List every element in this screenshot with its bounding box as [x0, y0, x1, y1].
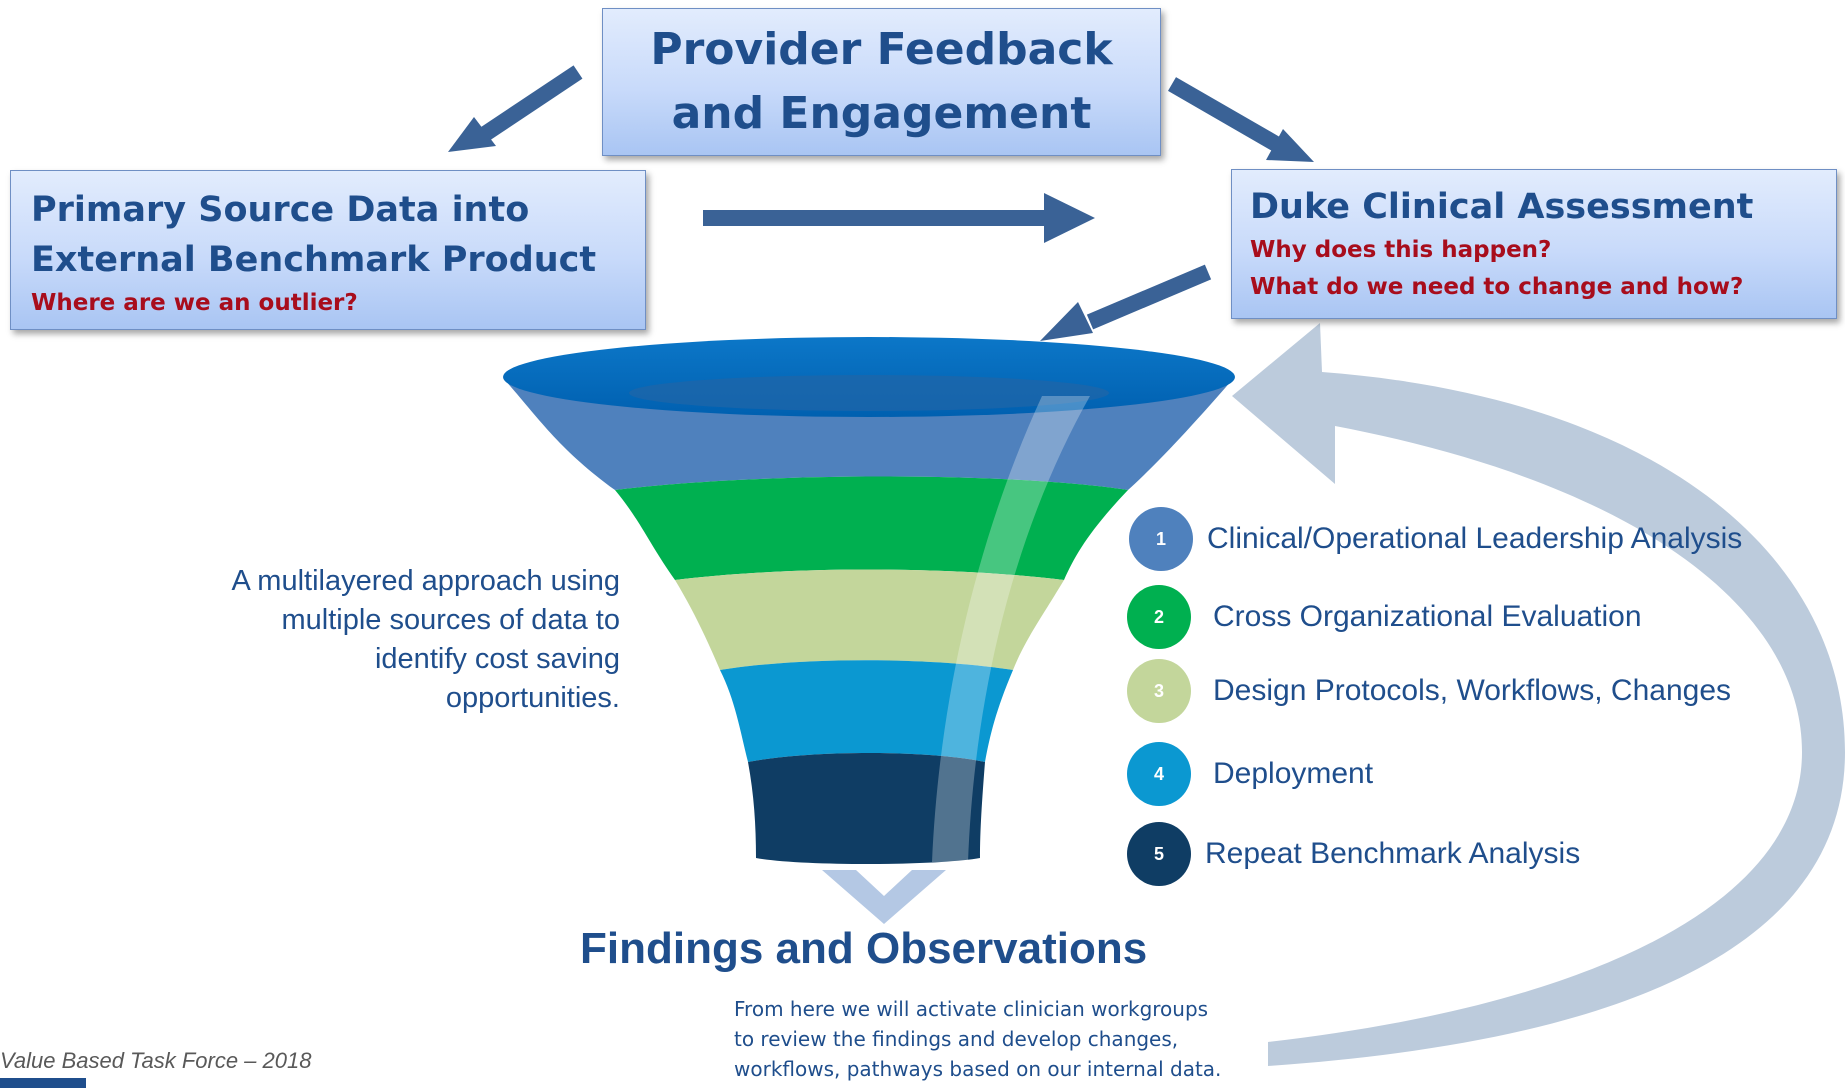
- funnel-layer-2: [615, 476, 1128, 580]
- arrow-top-to-left: [448, 65, 583, 152]
- down-chevron-icon: [822, 870, 946, 924]
- findings-note: From here we will activate clinician wor…: [734, 994, 1274, 1084]
- step-2-circle: 2: [1127, 585, 1191, 649]
- approach-description-line1: A multilayered approach using: [231, 565, 620, 597]
- why-question: Why does this happen?: [1250, 237, 1552, 263]
- provider-feedback-title-line2: and Engagement: [671, 88, 1092, 139]
- approach-description-line4: opportunities.: [445, 682, 620, 714]
- provider-feedback-title-line1: Provider Feedback: [650, 24, 1113, 75]
- feedback-loop-arrow: [1232, 323, 1845, 1066]
- findings-note-line3: workflows, pathways based on our interna…: [734, 1057, 1222, 1081]
- step-5-circle: 5: [1127, 822, 1191, 886]
- step-4-label: Deployment: [1213, 757, 1374, 790]
- provider-feedback-box: Provider Feedback and Engagement: [602, 8, 1161, 156]
- step-3-circle: 3: [1127, 659, 1191, 723]
- change-question: What do we need to change and how?: [1250, 274, 1744, 300]
- approach-description-line3: identify cost saving: [374, 643, 620, 675]
- arrow-left-to-right: [703, 193, 1095, 243]
- arrow-top-to-right: [1168, 77, 1314, 162]
- funnel-layer-5: [748, 753, 985, 864]
- step-3: 3 Design Protocols, Workflows, Changes: [1127, 659, 1731, 723]
- footer-accent-bar: [0, 1078, 86, 1088]
- step-5: 5 Repeat Benchmark Analysis: [1127, 822, 1580, 886]
- step-3-label: Design Protocols, Workflows, Changes: [1213, 674, 1731, 707]
- step-4-circle: 4: [1127, 742, 1191, 806]
- arrow-right-to-funnel: [1040, 264, 1212, 341]
- duke-clinical-assessment-title: Duke Clinical Assessment: [1250, 187, 1754, 227]
- step-2: 2 Cross Organizational Evaluation: [1127, 585, 1642, 649]
- findings-note-line2: to review the findings and develop chang…: [734, 1027, 1179, 1051]
- funnel-rim-inner: [629, 375, 1109, 411]
- primary-source-data-box: Primary Source Data into External Benchm…: [10, 170, 646, 330]
- approach-description: A multilayered approach using multiple s…: [170, 562, 620, 718]
- step-4: 4 Deployment: [1127, 742, 1373, 806]
- step-2-label: Cross Organizational Evaluation: [1213, 600, 1642, 633]
- step-5-label: Repeat Benchmark Analysis: [1205, 837, 1581, 870]
- step-1-circle: 1: [1129, 507, 1193, 571]
- footer-text: Value Based Task Force – 2018: [0, 1048, 312, 1073]
- findings-note-line1: From here we will activate clinician wor…: [734, 997, 1209, 1021]
- funnel-layer-4: [720, 660, 1013, 762]
- funnel-highlight: [932, 396, 1090, 862]
- approach-description-line2: multiple sources of data to: [281, 604, 620, 636]
- primary-source-title-line1: Primary Source Data into: [31, 190, 530, 230]
- step-1-label: Clinical/Operational Leadership Analysis: [1207, 522, 1743, 555]
- funnel-layer-3: [675, 569, 1064, 670]
- duke-clinical-assessment-box: Duke Clinical Assessment Why does this h…: [1231, 169, 1837, 319]
- step-1: 1 Clinical/Operational Leadership Analys…: [1129, 507, 1742, 571]
- findings-title: Findings and Observations: [580, 924, 1148, 973]
- outlier-question: Where are we an outlier?: [31, 290, 358, 316]
- primary-source-title-line2: External Benchmark Product: [31, 240, 597, 280]
